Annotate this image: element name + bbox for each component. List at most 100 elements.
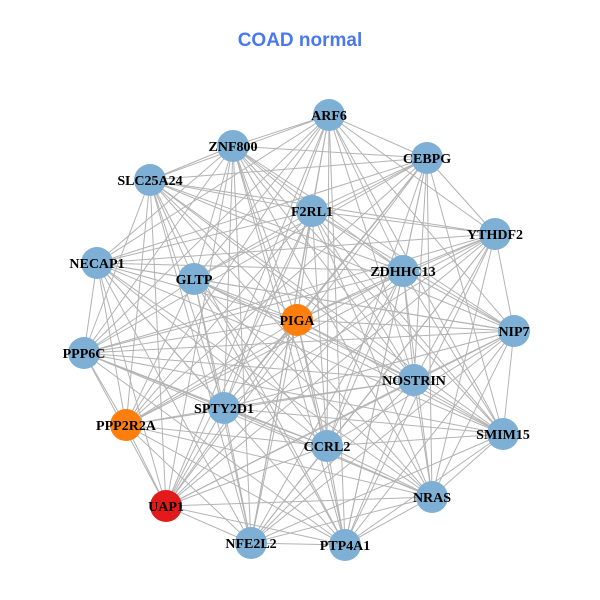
edge-YTHDF2-PPP6C xyxy=(83,233,496,354)
node-circle xyxy=(134,164,166,196)
edge-GLTP-PPP6C xyxy=(83,278,195,354)
edge-SLC25A24-PIGA xyxy=(149,179,298,321)
edge-PPP2R2A-NFE2L2 xyxy=(125,424,252,544)
edge-CEBPG-F2RL1 xyxy=(311,157,428,212)
edge-CCRL2-UAP1 xyxy=(165,445,328,507)
node-label: SMIM15 xyxy=(476,428,530,443)
node-arf6[interactable]: ARF6 xyxy=(311,99,347,131)
edge-NRAS-NFE2L2 xyxy=(250,496,433,544)
edge-CEBPG-NOSTRIN xyxy=(413,157,428,381)
edge-NOSTRIN-NFE2L2 xyxy=(250,379,415,544)
edge-NOSTRIN-NRAS xyxy=(413,379,433,498)
edge-SLC25A24-PPP2R2A xyxy=(125,179,151,426)
node-cebpg[interactable]: CEBPG xyxy=(403,142,451,174)
edge-PPP6C-NRAS xyxy=(83,352,433,498)
edge-ZNF800-F2RL1 xyxy=(232,145,313,212)
node-label: SPTY2D1 xyxy=(194,402,254,417)
edge-ZDHHC13-PPP2R2A xyxy=(125,270,404,426)
node-circle xyxy=(329,529,361,561)
node-zdhhc13[interactable]: ZDHHC13 xyxy=(370,255,436,287)
node-nfe2l2[interactable]: NFE2L2 xyxy=(225,527,277,559)
node-gltp[interactable]: GLTP xyxy=(176,263,213,295)
edge-NIP7-SMIM15 xyxy=(502,330,515,435)
edge-F2RL1-NFE2L2 xyxy=(250,210,313,544)
edge-F2RL1-SMIM15 xyxy=(311,210,504,435)
edge-NIP7-SPTY2D1 xyxy=(223,330,515,409)
node-ppp6c[interactable]: PPP6C xyxy=(63,337,106,369)
edge-NOSTRIN-SMIM15 xyxy=(413,379,504,435)
edge-F2RL1-PIGA xyxy=(296,210,313,321)
edge-YTHDF2-NECAP1 xyxy=(96,233,496,264)
node-spty2d1[interactable]: SPTY2D1 xyxy=(194,392,254,424)
node-label: ARF6 xyxy=(311,109,347,124)
node-circle xyxy=(411,142,443,174)
node-label: SLC25A24 xyxy=(117,174,182,189)
node-piga[interactable]: PIGA xyxy=(280,304,316,336)
edge-SLC25A24-ZDHHC13 xyxy=(149,179,404,272)
node-ppp2r2a[interactable]: PPP2R2A xyxy=(96,409,157,441)
edge-GLTP-PIGA xyxy=(193,278,298,321)
node-circle xyxy=(81,247,113,279)
edge-GLTP-PPP2R2A xyxy=(125,278,195,426)
edge-ARF6-ZNF800 xyxy=(232,114,330,147)
edge-ZNF800-PPP6C xyxy=(83,145,234,354)
edge-NOSTRIN-PTP4A1 xyxy=(344,379,415,546)
node-circle xyxy=(387,255,419,287)
edge-ZDHHC13-PPP6C xyxy=(83,270,404,354)
node-uap1[interactable]: UAP1 xyxy=(148,490,184,522)
node-label: PTP4A1 xyxy=(320,539,371,554)
node-nras[interactable]: NRAS xyxy=(413,481,451,513)
node-circle xyxy=(110,409,142,441)
edge-PIGA-CCRL2 xyxy=(296,319,328,447)
node-nostrin[interactable]: NOSTRIN xyxy=(382,364,446,396)
edge-PPP2R2A-PTP4A1 xyxy=(125,424,346,546)
node-circle xyxy=(296,195,328,227)
edge-CCRL2-SMIM15 xyxy=(326,433,504,447)
edge-PPP2R2A-NRAS xyxy=(125,424,433,498)
edge-GLTP-SMIM15 xyxy=(193,278,504,435)
node-label: NECAP1 xyxy=(69,257,124,272)
edge-YTHDF2-NOSTRIN xyxy=(413,233,496,381)
edge-CEBPG-NECAP1 xyxy=(96,157,428,264)
node-circle xyxy=(398,364,430,396)
node-ptp4a1[interactable]: PTP4A1 xyxy=(320,529,371,561)
node-f2rl1[interactable]: F2RL1 xyxy=(291,195,333,227)
node-label: GLTP xyxy=(176,273,213,288)
edge-GLTP-CCRL2 xyxy=(193,278,328,447)
edge-GLTP-NIP7 xyxy=(193,278,515,332)
edge-SPTY2D1-PPP2R2A xyxy=(125,407,225,426)
edge-ZDHHC13-PIGA xyxy=(296,270,404,321)
node-label: YTHDF2 xyxy=(467,228,523,243)
node-label: ZNF800 xyxy=(209,140,258,155)
edge-UAP1-NRAS xyxy=(165,496,433,507)
edge-CCRL2-NRAS xyxy=(326,445,433,498)
node-smim15[interactable]: SMIM15 xyxy=(476,418,530,450)
edge-PIGA-SPTY2D1 xyxy=(223,319,298,409)
edge-PPP6C-NOSTRIN xyxy=(83,352,415,381)
node-circle xyxy=(178,263,210,295)
node-circle xyxy=(487,418,519,450)
node-necap1[interactable]: NECAP1 xyxy=(69,247,125,279)
edge-PPP6C-PTP4A1 xyxy=(83,352,346,546)
edge-NECAP1-SMIM15 xyxy=(96,262,504,435)
node-ccrl2[interactable]: CCRL2 xyxy=(304,430,351,462)
node-label: ZDHHC13 xyxy=(370,265,435,280)
node-slc25a24[interactable]: SLC25A24 xyxy=(117,164,183,196)
node-ythdf2[interactable]: YTHDF2 xyxy=(467,218,523,250)
edge-ZNF800-NOSTRIN xyxy=(232,145,415,381)
edge-ZNF800-CEBPG xyxy=(232,145,428,159)
edge-NECAP1-PPP2R2A xyxy=(96,262,127,426)
node-znf800[interactable]: ZNF800 xyxy=(209,130,258,162)
edge-NECAP1-UAP1 xyxy=(96,262,167,507)
edge-SPTY2D1-SMIM15 xyxy=(223,407,504,435)
edge-PPP6C-CCRL2 xyxy=(83,352,328,447)
edge-F2RL1-CCRL2 xyxy=(311,210,328,447)
edge-YTHDF2-SPTY2D1 xyxy=(223,233,496,409)
node-nip7[interactable]: NIP7 xyxy=(498,315,530,347)
node-circle xyxy=(479,218,511,250)
edge-ZNF800-GLTP xyxy=(193,145,234,280)
edge-ARF6-NECAP1 xyxy=(96,114,330,264)
